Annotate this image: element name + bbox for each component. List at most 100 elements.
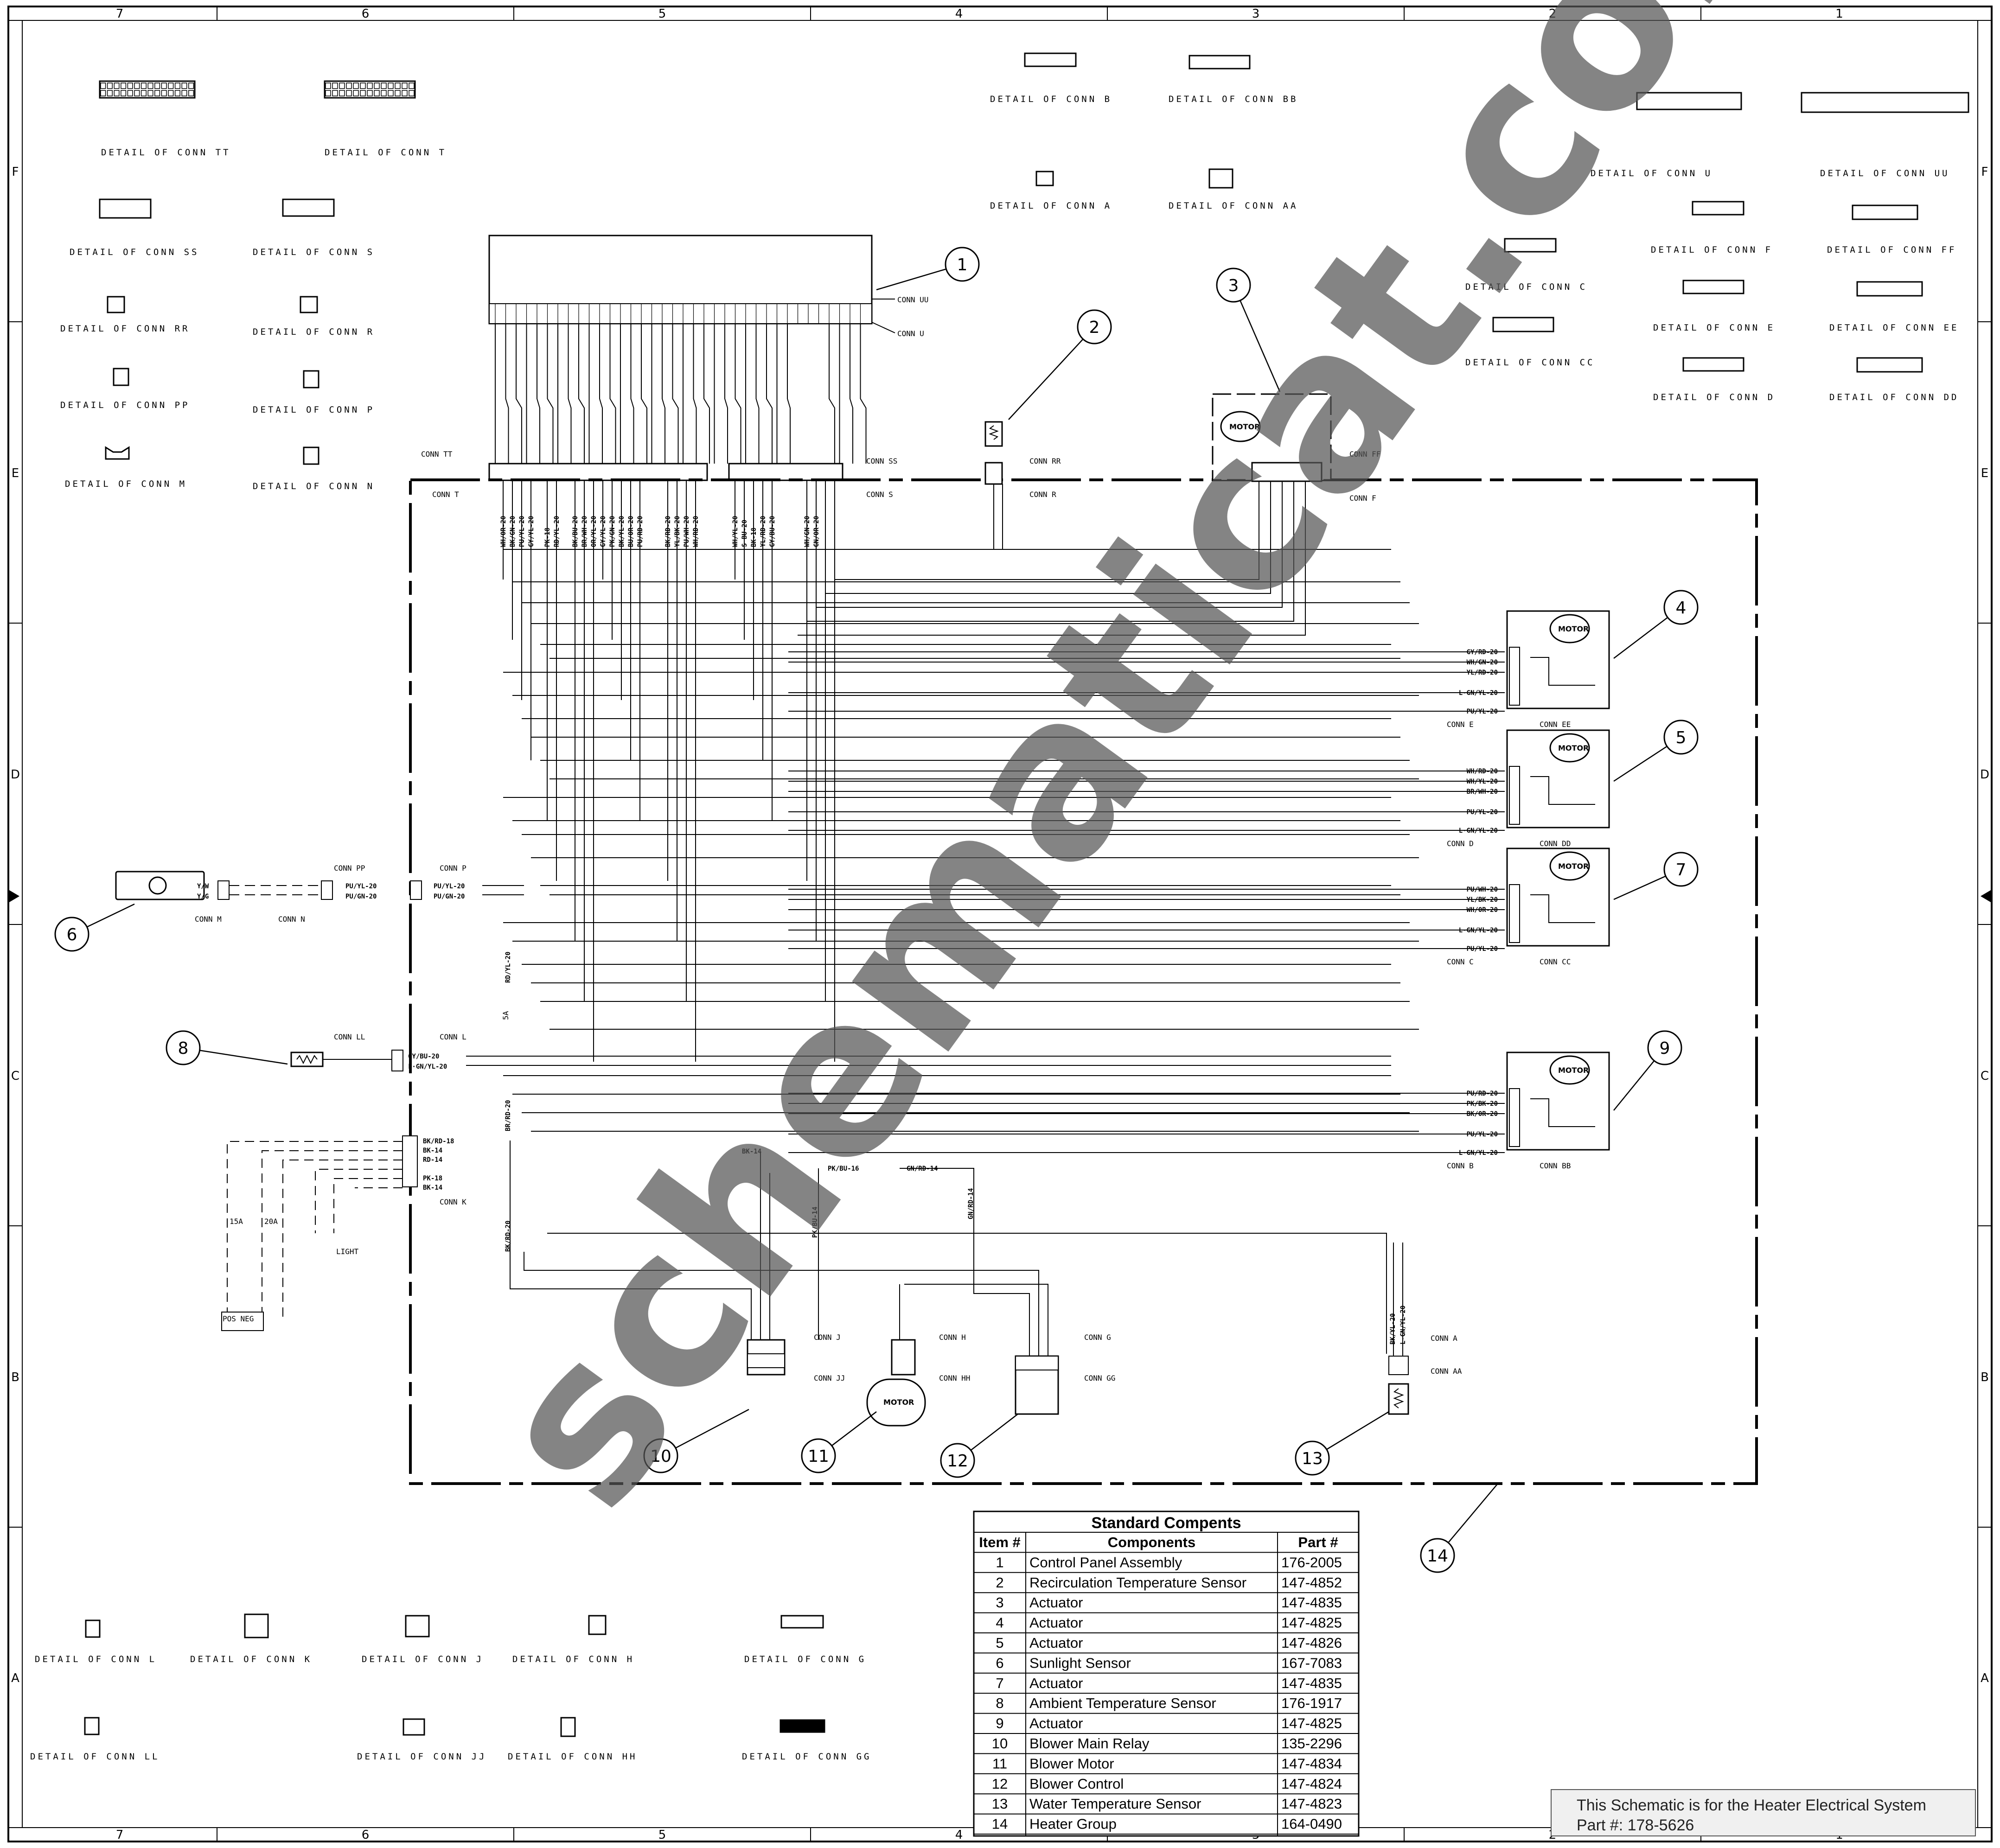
table-cell: 5 bbox=[996, 1635, 1003, 1651]
svg-text:9: 9 bbox=[1660, 1039, 1670, 1058]
conn-hh-label: CONN HH bbox=[939, 1374, 970, 1383]
actuator-conn-label: CONN BB bbox=[1540, 1161, 1571, 1170]
svg-text:L·GN/YL-20: L·GN/YL-20 bbox=[408, 1063, 447, 1071]
detail-m-label: DETAIL OF CONN M bbox=[65, 479, 187, 489]
table-cell: 2 bbox=[996, 1574, 1003, 1591]
detail-r-label: DETAIL OF CONN R bbox=[253, 327, 375, 337]
table-cell: 8 bbox=[996, 1695, 1003, 1711]
callout-11: 11 bbox=[801, 1411, 877, 1473]
svg-text:5: 5 bbox=[1676, 728, 1687, 747]
callout-9: 9 bbox=[1613, 1030, 1682, 1111]
table-cell: 135-2296 bbox=[1281, 1735, 1342, 1752]
table-cell: 7 bbox=[996, 1675, 1003, 1691]
actuator-conn-label: CONN CC bbox=[1540, 957, 1571, 966]
motor-icon bbox=[1549, 614, 1590, 644]
fuse-15a-label: 15A bbox=[230, 1217, 243, 1226]
conn-l-label: CONN L bbox=[440, 1032, 466, 1041]
table-cell: 9 bbox=[996, 1715, 1003, 1732]
sun-icon bbox=[148, 876, 167, 895]
detail-conn-cc: DETAIL OF CONN CC bbox=[1465, 317, 1595, 368]
callout-13: 13 bbox=[1295, 1411, 1389, 1476]
detail-j-label: DETAIL OF CONN J bbox=[362, 1654, 484, 1664]
svg-text:BK-14: BK-14 bbox=[423, 1147, 442, 1154]
actuator-conn-label: CONN E bbox=[1447, 720, 1474, 729]
conn-pp-label: CONN PP bbox=[334, 864, 365, 873]
table-cell: 176-1917 bbox=[1281, 1695, 1342, 1711]
wire-label: PK/GN-20 bbox=[609, 516, 616, 547]
wire-label: WH/OR-20 bbox=[500, 516, 507, 547]
wire-label: WH/GN-20 bbox=[804, 516, 811, 547]
table-cell: Blower Main Relay bbox=[1029, 1735, 1150, 1752]
zone-col-top: 6 bbox=[362, 7, 370, 21]
blower-control: CONN G CONN GG bbox=[1015, 1333, 1115, 1415]
detail-u-label: DETAIL OF CONN U bbox=[1591, 168, 1712, 178]
wire-label: PU/RD-20 bbox=[637, 516, 644, 547]
actuator-item-5: MOTORWH/RD-20WH/YL-20BR/WH-20PU/YL-20L·G… bbox=[788, 729, 1610, 848]
svg-text:PU/GN-20: PU/GN-20 bbox=[434, 893, 465, 900]
note-line-2: Part #: 178-5626 bbox=[1577, 1816, 1694, 1834]
wire-label: BU/OR-20 bbox=[627, 516, 635, 547]
table-cell: 147-4835 bbox=[1281, 1675, 1342, 1691]
table-cell: 147-4825 bbox=[1281, 1715, 1342, 1732]
actuator-conn-label: CONN D bbox=[1447, 839, 1474, 848]
zone-row-right: E bbox=[1981, 466, 1988, 480]
zone-col-top: 1 bbox=[1835, 7, 1843, 21]
detail-dd-label: DETAIL OF CONN DD bbox=[1829, 392, 1959, 402]
svg-text:RD-14: RD-14 bbox=[423, 1156, 442, 1164]
conn-ss-label: CONN SS bbox=[866, 457, 897, 465]
pos-neg-label: POS NEG bbox=[223, 1314, 254, 1323]
wire-label: WH/RD-20 bbox=[692, 516, 700, 547]
table-cell: 176-2005 bbox=[1281, 1554, 1342, 1570]
detail-l-label: DETAIL OF CONN L bbox=[35, 1654, 157, 1664]
conn-j-label: CONN J bbox=[814, 1333, 841, 1342]
detail-b-label: DETAIL OF CONN B bbox=[990, 94, 1112, 104]
detail-conn-hh: DETAIL OF CONN HH bbox=[508, 1717, 635, 1762]
detail-conn-e: DETAIL OF CONN E bbox=[1653, 280, 1773, 333]
svg-text:12: 12 bbox=[947, 1452, 968, 1471]
zone-row-right: F bbox=[1981, 165, 1988, 179]
detail-conn-f: DETAIL OF CONN F bbox=[1651, 201, 1770, 255]
actuator-item-4: MOTORGY/RD-20WH/GN-20YL/RD-20L·GN/YL-20P… bbox=[788, 610, 1610, 729]
table-cell: 167-7083 bbox=[1281, 1655, 1342, 1671]
svg-text:PK-18: PK-18 bbox=[423, 1175, 442, 1182]
motor-icon bbox=[866, 1378, 926, 1427]
detail-conn-p: DETAIL OF CONN P bbox=[253, 370, 372, 415]
motor-icon bbox=[1549, 1055, 1590, 1085]
zone-row-right: A bbox=[1981, 1671, 1989, 1685]
detail-bb-label: DETAIL OF CONN BB bbox=[1169, 94, 1298, 104]
table-title: Standard Compents bbox=[1091, 1514, 1241, 1532]
zone-col-top: 2 bbox=[1549, 7, 1557, 21]
table-header-cell: Item # bbox=[979, 1534, 1021, 1550]
callout-12: 12 bbox=[940, 1414, 1018, 1478]
table-cell: Blower Control bbox=[1029, 1776, 1124, 1792]
detail-conn-g: DETAIL OF CONN G bbox=[744, 1615, 864, 1664]
conn-n-label: CONN N bbox=[278, 915, 305, 924]
detail-conn-ff: DETAIL OF CONN FF bbox=[1827, 204, 1954, 255]
svg-text:Y/G: Y/G bbox=[197, 893, 209, 900]
wire-label: RD/YL-20 bbox=[553, 516, 561, 547]
detail-tt-label: DETAIL OF CONN TT bbox=[101, 147, 230, 158]
detail-t-label: DETAIL OF CONN T bbox=[325, 147, 447, 158]
note-line-1: This Schematic is for the Heater Electri… bbox=[1577, 1797, 1926, 1814]
table-cell: Actuator bbox=[1029, 1715, 1083, 1732]
detail-cc-label: DETAIL OF CONN CC bbox=[1465, 357, 1595, 368]
detail-c-label: DETAIL OF CONN C bbox=[1465, 282, 1587, 292]
detail-n-label: DETAIL OF CONN N bbox=[253, 481, 375, 491]
table-cell: Heater Group bbox=[1029, 1816, 1117, 1832]
zone-col-top: 3 bbox=[1252, 7, 1260, 21]
svg-text:MOTOR: MOTOR bbox=[1229, 422, 1260, 431]
wire-label: OR/YL-20 bbox=[590, 516, 598, 547]
table-cell: 10 bbox=[992, 1735, 1008, 1752]
actuator-item-9: MOTORPU/RD-20PK/BK-20BK/OR-20PU/YL-20L·G… bbox=[788, 1051, 1610, 1170]
detail-rr-label: DETAIL OF CONN RR bbox=[60, 324, 190, 334]
detail-conn-pp: DETAIL OF CONN PP bbox=[60, 368, 187, 410]
detail-conn-k: DETAIL OF CONN K bbox=[190, 1613, 310, 1664]
detail-conn-l: DETAIL OF CONN L bbox=[35, 1619, 157, 1664]
detail-d-label: DETAIL OF CONN D bbox=[1653, 392, 1775, 402]
wire-label: GY/YL-20 bbox=[600, 516, 607, 547]
svg-text:GY/BU-20: GY/BU-20 bbox=[408, 1053, 439, 1060]
callout-10: 10 bbox=[643, 1408, 749, 1473]
callout-6: 6 bbox=[54, 903, 135, 952]
callout-2: 2 bbox=[1008, 309, 1112, 420]
svg-text:PU/YL-20: PU/YL-20 bbox=[345, 883, 377, 890]
